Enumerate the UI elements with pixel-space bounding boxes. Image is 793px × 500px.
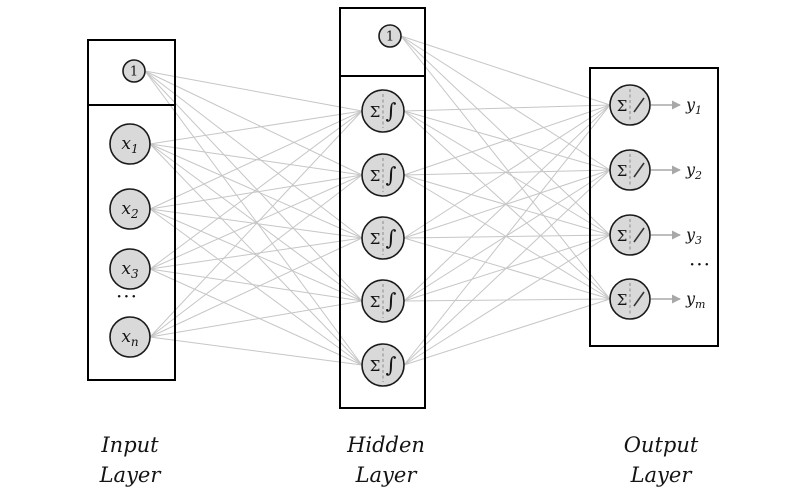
edge-input-hidden: [149, 208, 363, 239]
edge-input-hidden: [149, 174, 363, 338]
hidden-layer-label-line2: Layer: [355, 463, 417, 487]
edge-input-hidden: [149, 208, 363, 366]
edge-input-hidden: [144, 70, 363, 176]
input-layer-box: [87, 39, 176, 381]
edge-input-hidden: [144, 70, 363, 239]
output-layer-box: [589, 67, 719, 347]
sigmoid-activation-symbol: ∫: [386, 289, 397, 313]
sigmoid-activation-symbol: ∫: [386, 226, 397, 250]
sum-symbol: Σ: [370, 167, 381, 185]
edge-hidden-output: [403, 110, 611, 236]
edge-input-hidden: [144, 70, 363, 302]
input-bias-label: 1: [130, 65, 138, 80]
sum-symbol: Σ: [370, 357, 381, 375]
sum-symbol: Σ: [617, 97, 628, 115]
sum-symbol: Σ: [617, 291, 628, 309]
edge-input-hidden: [149, 110, 363, 270]
sum-symbol: Σ: [370, 103, 381, 121]
edge-input-hidden: [149, 143, 363, 302]
edge-input-hidden: [149, 143, 363, 239]
edge-hidden-output: [403, 237, 611, 300]
input-node-label: xn: [121, 327, 138, 349]
output-label: ym: [685, 289, 705, 311]
edge-input-hidden: [149, 268, 363, 302]
edge-hidden-output: [403, 298, 611, 366]
edge-input-hidden: [149, 110, 363, 145]
sum-symbol: Σ: [617, 227, 628, 245]
edge-input-hidden: [149, 300, 363, 338]
output-label: y2: [685, 160, 702, 182]
sigmoid-activation-symbol: ∫: [386, 99, 397, 123]
sum-symbol: Σ: [617, 162, 628, 180]
output-layer-label: Output Layer: [624, 430, 699, 490]
input-node-label: x1: [121, 134, 138, 156]
edge-input-hidden: [149, 143, 363, 176]
edge-hidden-output: [403, 110, 611, 300]
sum-symbol: Σ: [370, 230, 381, 248]
linear-activation-icon: [633, 162, 645, 178]
input-node: [109, 316, 151, 358]
linear-activation-icon: [633, 291, 645, 307]
edge-hidden-output: [403, 298, 611, 302]
edge-hidden-output: [403, 104, 611, 302]
edge-hidden-output: [403, 169, 611, 302]
linear-activation-icon: [633, 97, 645, 113]
edge-input-hidden: [149, 143, 363, 366]
edge-hidden-output: [400, 35, 611, 236]
edge-hidden-output: [400, 35, 611, 171]
input-node: [109, 188, 151, 230]
output-neuron: [609, 214, 651, 256]
input-ellipsis: ···: [116, 284, 138, 308]
input-bias-node: [122, 59, 146, 83]
edge-hidden-output: [403, 169, 611, 239]
hidden-layer-box: [339, 7, 426, 409]
edge-input-hidden: [149, 268, 363, 366]
edge-input-hidden: [144, 70, 363, 366]
linear-activation-icon: [633, 227, 645, 243]
hidden-layer-label: Hidden Layer: [347, 430, 425, 490]
input-node-label: x3: [121, 259, 139, 281]
output-ellipsis: ···: [689, 252, 711, 276]
edge-hidden-output: [403, 174, 611, 300]
hidden-bias-label: 1: [386, 30, 394, 45]
input-layer-label-line2: Layer: [99, 463, 161, 487]
output-neuron: [609, 84, 651, 126]
hidden-layer-label-line1: Hidden: [347, 433, 425, 457]
input-layer-label: Input Layer: [100, 430, 161, 490]
edge-hidden-output: [400, 35, 611, 300]
edge-hidden-output: [403, 104, 611, 112]
edge-input-hidden: [149, 174, 363, 210]
output-label: y1: [685, 95, 702, 117]
edge-hidden-output: [403, 104, 611, 239]
input-node: [109, 248, 151, 290]
edge-hidden-output: [400, 35, 611, 106]
edge-input-hidden: [149, 237, 363, 270]
sum-symbol: Σ: [370, 293, 381, 311]
edge-hidden-output: [403, 110, 611, 171]
output-label: y3: [685, 225, 702, 247]
sigmoid-activation-symbol: ∫: [386, 353, 397, 377]
output-neuron: [609, 278, 651, 320]
input-node-label: x2: [121, 199, 138, 221]
output-layer-label-line2: Layer: [630, 463, 692, 487]
edge-input-hidden: [144, 70, 363, 112]
edge-input-hidden: [149, 336, 363, 366]
output-neuron: [609, 149, 651, 191]
output-layer-label-line1: Output: [623, 433, 699, 457]
input-layer-label-line1: Input: [101, 433, 159, 457]
input-node: [109, 123, 151, 165]
sigmoid-activation-symbol: ∫: [386, 163, 397, 187]
hidden-bias-node: [378, 24, 402, 48]
